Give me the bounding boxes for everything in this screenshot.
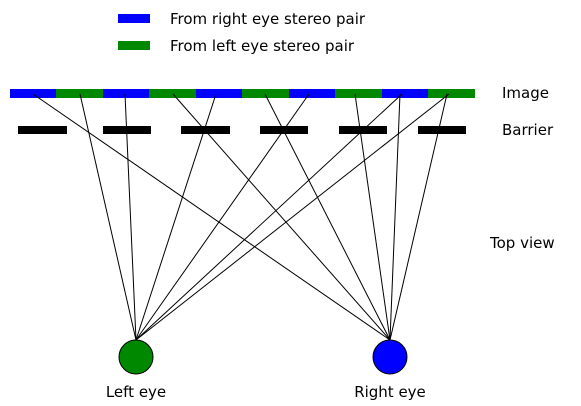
sight-line xyxy=(354,93,391,341)
image-strip-segment xyxy=(196,89,242,98)
sight-line xyxy=(124,93,137,341)
sight-line xyxy=(389,93,448,341)
sight-line xyxy=(135,93,217,341)
image-row-label: Image xyxy=(502,84,549,102)
left-eye-label: Left eye xyxy=(106,383,166,401)
top-view-label: Top view xyxy=(489,234,555,252)
right-eye-label: Right eye xyxy=(354,383,426,401)
left-eye-circle xyxy=(118,339,154,375)
image-strip-segment xyxy=(242,89,289,98)
sight-line xyxy=(389,93,401,341)
sight-line xyxy=(135,93,310,341)
sight-line xyxy=(264,93,391,341)
image-strip xyxy=(10,89,475,98)
image-strip-segment xyxy=(103,89,149,98)
barrier-dash xyxy=(181,126,230,134)
sight-line xyxy=(32,93,391,341)
barrier-dash xyxy=(418,126,466,134)
image-strip-segment xyxy=(149,89,196,98)
sight-line xyxy=(135,93,403,341)
right-eye-circle xyxy=(372,339,408,375)
barrier-dash xyxy=(18,126,67,134)
legend-swatch-left-eye xyxy=(118,41,150,50)
image-strip-segment xyxy=(10,89,56,98)
legend-swatch-right-eye xyxy=(118,14,150,23)
sight-line xyxy=(172,93,391,341)
sight-line xyxy=(135,93,450,341)
barrier-row-label: Barrier xyxy=(502,121,554,139)
sight-line xyxy=(79,93,137,341)
image-strip-segment xyxy=(56,89,103,98)
legend-label-right-eye: From right eye stereo pair xyxy=(170,10,366,28)
legend-label-left-eye: From left eye stereo pair xyxy=(170,37,355,55)
image-strip-segment xyxy=(428,89,475,98)
image-strip-segment xyxy=(382,89,428,98)
image-strip-segment xyxy=(289,89,335,98)
image-strip-segment xyxy=(335,89,382,98)
legend: From right eye stereo pair From left eye… xyxy=(118,10,366,55)
sight-lines xyxy=(32,93,450,341)
